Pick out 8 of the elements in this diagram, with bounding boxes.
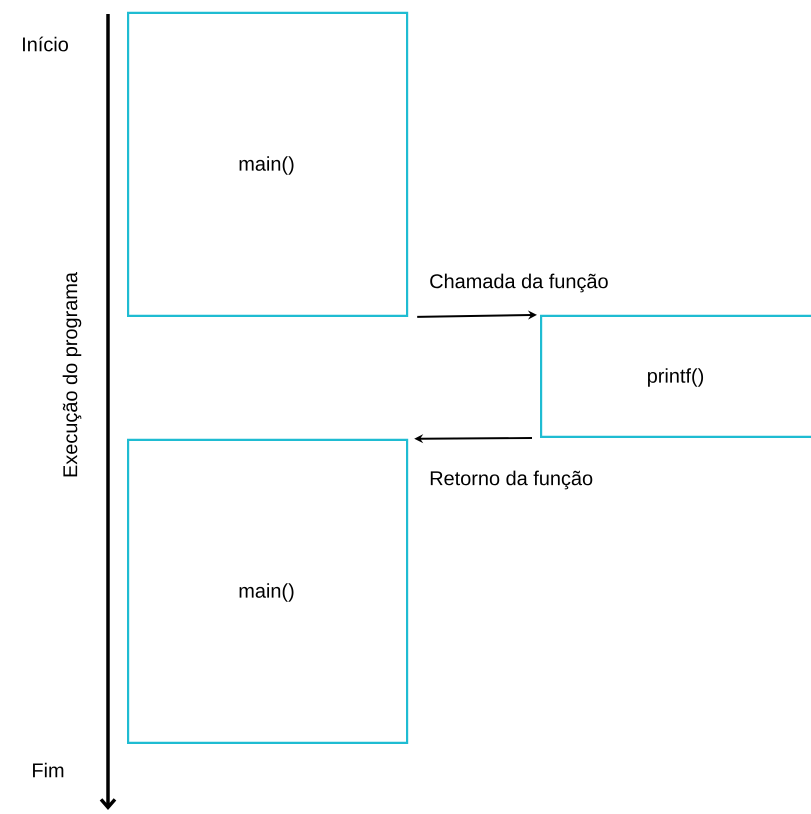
axis-label: Execução do programa xyxy=(62,272,82,476)
text-label: Início xyxy=(23,36,68,52)
process-box: main() xyxy=(127,12,408,317)
process-box: printf() xyxy=(540,314,811,438)
text-label: Fim xyxy=(33,762,64,778)
edge-label: Retorno da função xyxy=(428,470,594,490)
process-box: main() xyxy=(127,438,408,744)
edge-label: Chamada da função xyxy=(428,272,610,294)
